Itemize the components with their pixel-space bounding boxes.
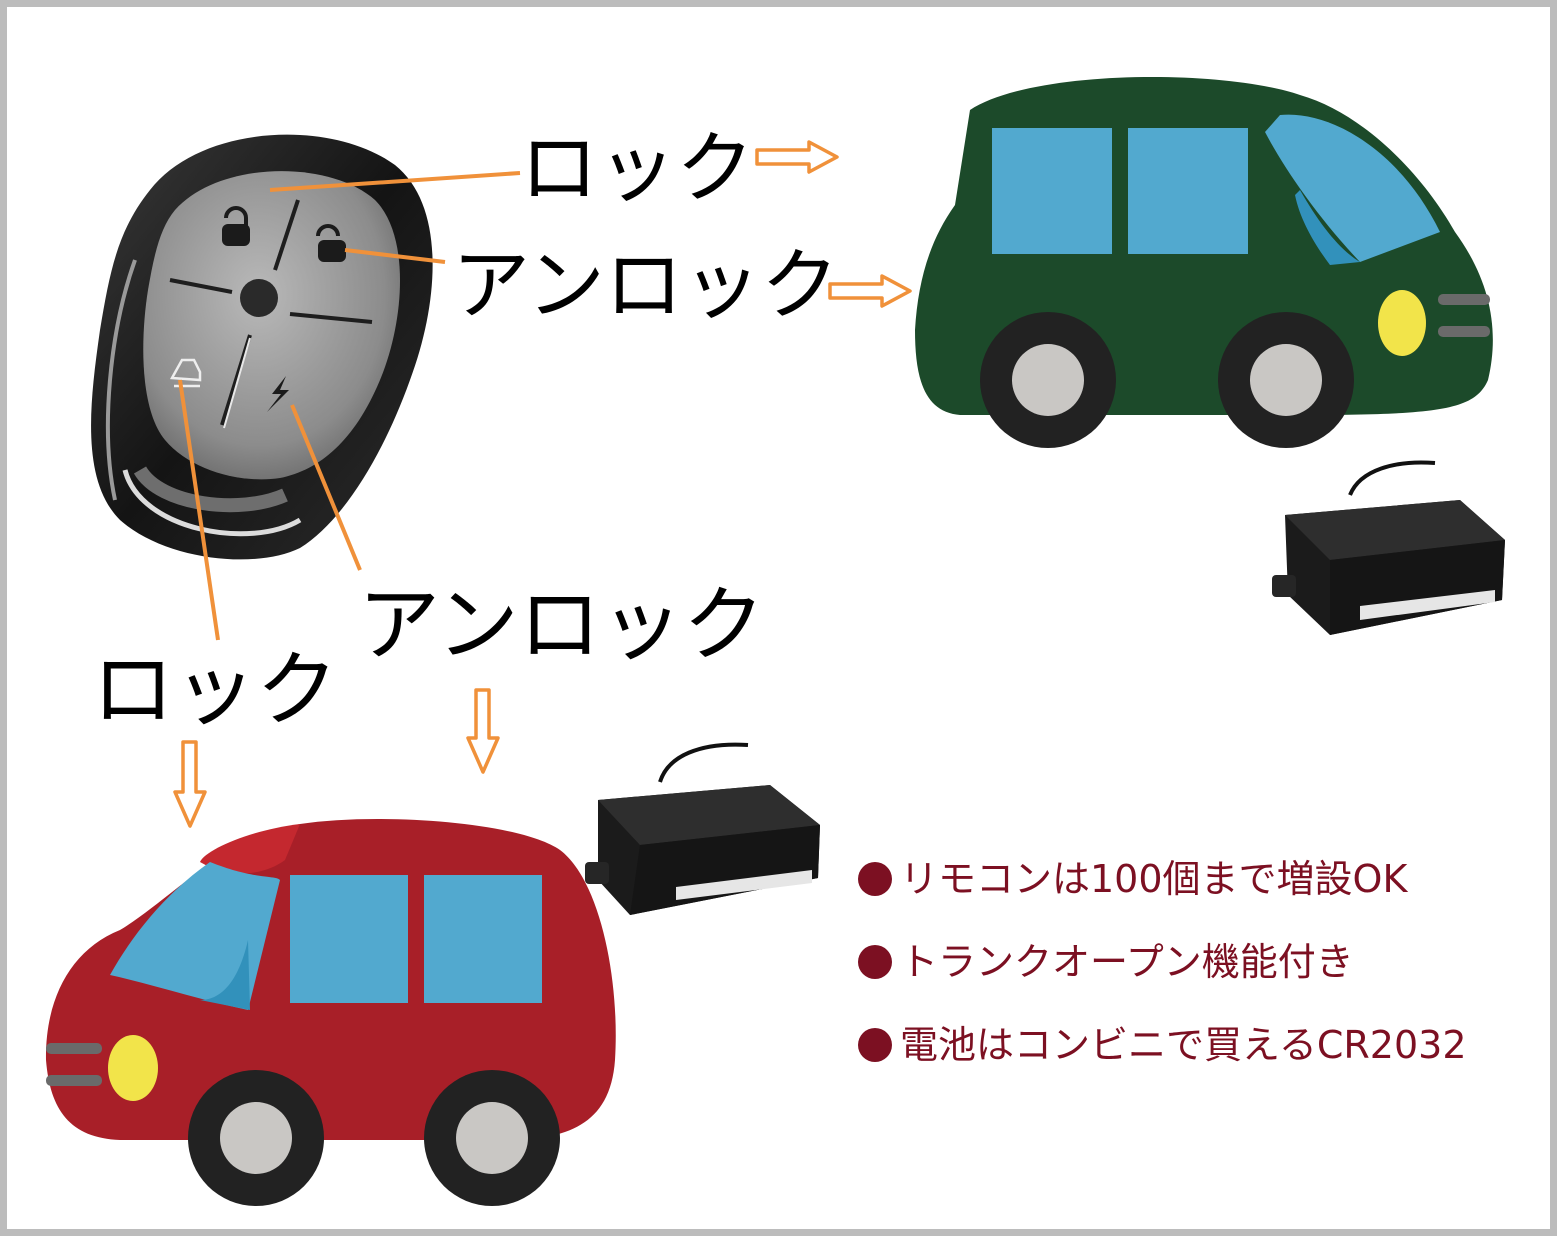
arrow-down-icon [173,740,207,828]
lock-button-icon [222,206,250,246]
lock-label-bottom: ロック [92,643,339,738]
feature-text: トランクオープン機能付き [900,940,1354,984]
feature-text: リモコンは100個まで増設OK [900,857,1408,901]
unlock-label-top: アンロック [452,241,839,331]
arrow-down-icon [466,688,500,774]
green-car-icon [915,76,1493,448]
unlock-button-icon [316,224,346,262]
bullet-icon [858,862,892,896]
unlock-label-bottom: アンロック [358,578,765,673]
feature-text: 電池はコンビニで買えるCR2032 [900,1023,1467,1067]
feature-item: リモコンは100個まで増設OK [858,860,1407,898]
receiver-module-icon [585,742,820,915]
arrow-right-icon [755,140,839,174]
bolt-button-icon [267,376,289,412]
lock-label-top: ロック [520,124,755,214]
feature-item: トランクオープン機能付き [858,943,1354,981]
bullet-icon [858,1028,892,1062]
connector-lines [178,171,521,641]
receiver-module-icon [1272,460,1505,635]
bullet-icon [858,945,892,979]
red-car-icon [45,819,616,1206]
car-key-remote-icon [91,134,433,560]
feature-item: 電池はコンビニで買えるCR2032 [858,1026,1467,1064]
arrow-right-icon [828,274,912,308]
trunk-button-icon [169,358,202,388]
